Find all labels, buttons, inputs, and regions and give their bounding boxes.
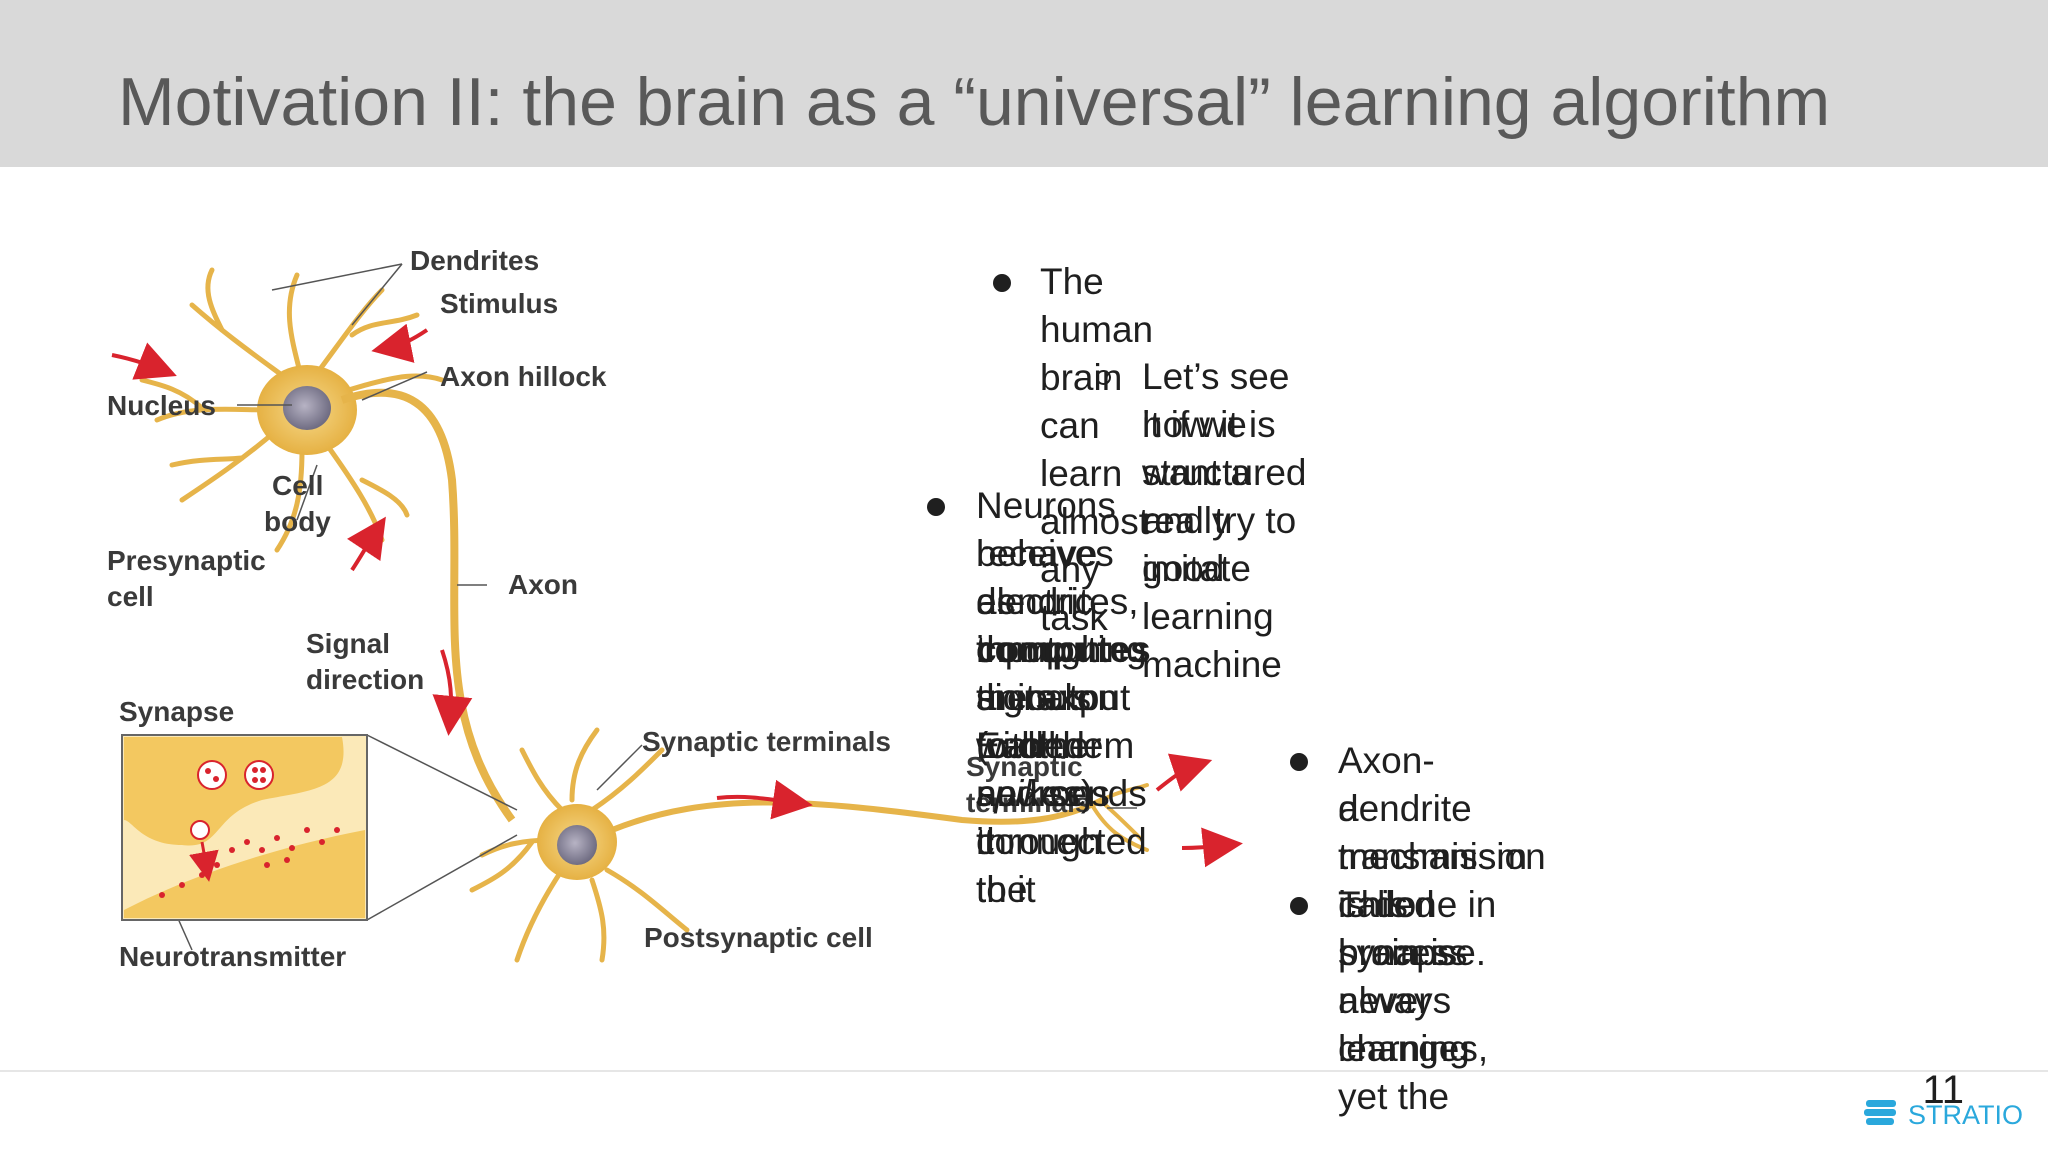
- label-nucleus: Nucleus: [107, 390, 216, 421]
- sub-bullet-ring: [1096, 370, 1111, 385]
- label-synapse: Synapse: [119, 696, 235, 727]
- label-axon-hillock: Axon hillock: [440, 361, 607, 392]
- axon-terminals: [1090, 783, 1149, 852]
- page-number: 11: [1922, 1068, 1964, 1112]
- bullet-neurons-line-2: receives electric input signals (called …: [976, 530, 1114, 914]
- label-synaptic-terminals: Synaptic terminals: [642, 726, 891, 757]
- label-axon: Axon: [508, 569, 578, 600]
- bullet-neurons-line-1: Neurons behave as computing units. Each …: [976, 485, 1147, 814]
- label-stimulus: Stimulus: [440, 288, 559, 319]
- sub-bullet-line-1: Let’s see how it is structured and try t…: [1142, 356, 1307, 589]
- label-direction: direction: [306, 664, 425, 695]
- slide-header: Motivation II: the brain as a “universal…: [0, 0, 2048, 167]
- label-dendrites: Dendrites: [410, 245, 540, 276]
- bullet-learning-line-2: brain is always learning: [1338, 932, 1470, 1069]
- bullet-neurons-line-3: dendrites, computes an output with them …: [976, 578, 1151, 866]
- postsynaptic-axon: [610, 797, 1104, 833]
- text-span: dendrites,: [976, 581, 1139, 622]
- label-leader-lines: [151, 263, 1137, 951]
- bullet-brain-learns: The human brain can learn almost any tas…: [1040, 261, 1154, 638]
- label-neurotransmitter: Neurotransmitter: [119, 941, 347, 972]
- strong-computes: computes: [976, 629, 1151, 670]
- postsynaptic-nucleus: [557, 825, 597, 865]
- footer-divider: [0, 1070, 2048, 1072]
- bullet-dot: [1290, 753, 1308, 771]
- bullet-dot: [993, 274, 1011, 292]
- bullet-dot: [1290, 897, 1308, 915]
- text-span: receives electric input signals (called: [976, 533, 1114, 766]
- neuron-illustration: [111, 263, 1243, 963]
- bullet-dot: [927, 498, 945, 516]
- label-signal: Signal: [306, 628, 391, 659]
- label-synaptic: Synaptic: [966, 751, 1083, 782]
- bullet-learning-line-1: This process never changes, yet the: [1338, 884, 1489, 1117]
- label-terminals: terminals: [966, 787, 1091, 818]
- signal-arrows: [111, 323, 1243, 868]
- text-span: ) through the: [976, 773, 1102, 910]
- stratio-logo: STRATIO: [1864, 1098, 2023, 1132]
- label-presynaptic-cell: cell: [107, 581, 154, 612]
- slide-title: Motivation II: the brain as a “universal…: [118, 64, 1831, 140]
- label-body: body: [264, 506, 331, 537]
- stratio-logo-icon: [1864, 1100, 1896, 1125]
- logo-text: STRATIO: [1908, 1100, 2024, 1130]
- bullet-synapse-line-1: Axon-dendrite transmission is done in: [1338, 740, 1546, 925]
- label-postsynaptic-cell: Postsynaptic cell: [644, 922, 873, 953]
- synapse-inset: [121, 734, 368, 921]
- label-cell: Cell: [272, 470, 324, 501]
- sub-bullet-line-2: it if we want a really good learning mac…: [1142, 404, 1282, 685]
- bullet-neurons-line-4: through the axon to other neurons connec…: [976, 629, 1147, 910]
- emphasis-spikes: spikes: [976, 773, 1081, 814]
- label-presynaptic: Presynaptic: [107, 545, 266, 576]
- neuron-diagram: Dendrites Stimulus Axon hillock Nucleus …: [62, 230, 1252, 990]
- text-span: an output with them and sends it: [976, 677, 1147, 862]
- bullet-synapse-line-2: a mechanism called synapse.: [1338, 788, 1528, 973]
- presynaptic-nucleus: [283, 386, 331, 430]
- postsynaptic-dendrites: [469, 727, 690, 963]
